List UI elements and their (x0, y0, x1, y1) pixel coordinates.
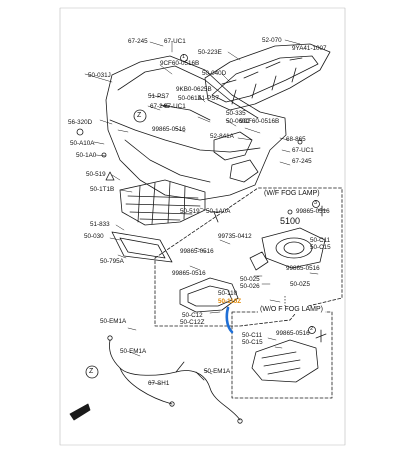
bumper-shell (105, 55, 287, 201)
part-label-99865-0516-f: 99865-0516 (276, 330, 310, 337)
part-label-67-245-top: 67-245 (128, 38, 148, 45)
without-fog-title: (W/O F FOG LAMP) (258, 306, 325, 314)
part-label-50-0z5: 50-0Z5 (290, 281, 310, 288)
part-label-52-070: 52-070 (262, 37, 282, 44)
part-label-9ya41-1007: 9YA41-1007 (292, 45, 327, 52)
part-label-50-1a0: 50-1A0 (76, 152, 97, 159)
z-circle-bottom (85, 365, 99, 379)
part-label-9cf60-0516b: 9CF60-0516B (160, 60, 200, 67)
part-label-56-320d: 56-320D (68, 119, 93, 126)
part-label-51-ps7-r: 51-PS7 (198, 95, 220, 102)
fasteners (76, 128, 327, 343)
blank-cover (251, 339, 319, 383)
part-label-99865-0516-c: 99865-0516 (172, 270, 206, 277)
part-label-50-335: 50-335 (226, 110, 246, 117)
callout-3-circle (312, 200, 320, 208)
part-label-50-025: 50-025 (240, 276, 260, 283)
part-label-50-c12: 50-C12 (182, 312, 203, 319)
part-label-67-245-mid: 67-245 (150, 103, 170, 110)
part-label-50-a10a: 50-A10A (70, 140, 95, 147)
part-label-67-245-r: 67-245 (292, 158, 312, 165)
with-fog-box (154, 187, 343, 327)
callout-2-circle (308, 326, 316, 334)
frame-border (59, 7, 346, 446)
z-circle-top (133, 109, 147, 123)
part-label-68-865: 68-865 (286, 136, 306, 143)
callout-2: 2 (310, 326, 314, 332)
part-label-50-223e: 50-223E (198, 49, 222, 56)
z-marker-top: Z (137, 112, 142, 119)
part-label-50-519-b: 50-519 (180, 208, 200, 215)
part-label-50-030: 50-030 (84, 233, 104, 240)
pointer-arrow (225, 306, 234, 334)
part-label-99865-0516-d: 99865-0516 (286, 265, 320, 272)
part-label-67-uc1-mid: 67-UC1 (164, 103, 186, 110)
part-label-9cf60-0516b-r: 9CF60-0516B (240, 118, 280, 125)
part-label-99865-0516-e: 99865-0516 (296, 208, 330, 215)
part-label-99735-0412: 99735-0412 (218, 233, 252, 240)
part-label-50-061a: 50-061A (178, 95, 202, 102)
lower-grille (119, 179, 206, 226)
part-label-67-sh1: 67-SH1 (148, 380, 170, 387)
part-label-50-040d: 50-040D (202, 70, 227, 77)
fog-lamp-part-number: 5100 (280, 216, 301, 226)
with-fog-title: (W/F FOG LAMP) (262, 190, 322, 198)
callout-3: 3 (314, 200, 318, 206)
license-plate-bracket (111, 231, 173, 263)
leader-lines (84, 39, 319, 385)
part-label-9kb0-0625b: 9KB0-0625B (176, 86, 212, 93)
part-label-50-1t1b: 50-1T1B (90, 186, 115, 193)
part-label-50-519-a: 50-519 (86, 171, 106, 178)
part-label-52-841a: 52-841A (210, 133, 234, 140)
part-label-99865-0516-b: 99865-0516 (180, 248, 214, 255)
part-label-50-c15-a: 50-C15 (310, 244, 331, 251)
part-label-50-060c: 50-060C (226, 118, 251, 125)
wiring-harness (107, 335, 243, 424)
part-label-50-026: 50-026 (240, 283, 260, 290)
z-marker-bottom: Z (89, 368, 94, 375)
part-label-50-1a0a: 50-1A0A (206, 208, 231, 215)
part-label-50-c11-b: 50-C11 (242, 332, 263, 339)
part-label-99865-0516-a: 99865-0516 (152, 126, 186, 133)
part-label-50-110z: 50-110Z (218, 298, 242, 305)
callout-1-circle (180, 54, 188, 62)
part-label-50-795a: 50-795A (100, 258, 124, 265)
part-label-51-833: 51-833 (90, 221, 110, 228)
fog-bezel (179, 277, 239, 313)
part-label-51-ps7-l: 51-PS7 (148, 93, 170, 100)
part-label-50-c15-b: 50-C15 (242, 339, 263, 346)
part-label-67-uc1-r: 67-UC1 (292, 147, 314, 154)
part-label-50-em1a-c: 50-EM1A (204, 368, 231, 375)
fog-lamp-assembly (249, 227, 326, 271)
callout-1: 1 (182, 54, 186, 60)
part-label-50-110: 50-110 (218, 290, 238, 297)
part-label-50-em1a-b: 50-EM1A (120, 348, 147, 355)
part-label-67-uc1-top: 67-UC1 (164, 38, 186, 45)
front-arrow (69, 403, 91, 421)
part-label-50-c11-a: 50-C11 (310, 237, 331, 244)
part-label-50-c12z: 50-C12Z (180, 319, 205, 326)
part-label-50-em1a-a: 50-EM1A (100, 318, 127, 325)
upper-bar-part (204, 43, 331, 111)
part-label-50-031j: 50-031J (88, 72, 111, 79)
